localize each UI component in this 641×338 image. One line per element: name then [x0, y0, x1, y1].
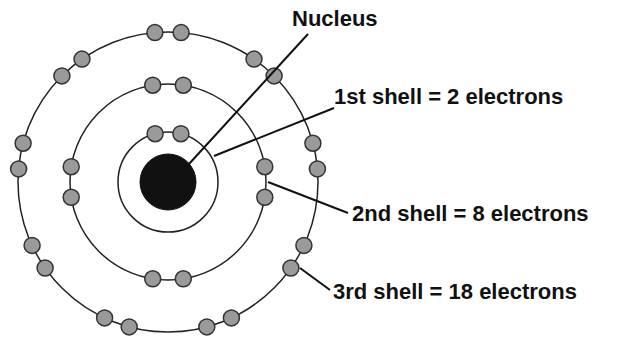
shell-label: 2nd shell = 8 electrons [352, 201, 589, 227]
shell-ring [18, 32, 318, 332]
nucleus [140, 154, 196, 210]
part-label: Nucleus [292, 6, 378, 32]
leader-lines [178, 34, 348, 290]
shell-label: 3rd shell = 18 electrons [333, 279, 577, 305]
shell-ring [118, 132, 218, 232]
electrons [11, 25, 326, 335]
shell-label: 1st shell = 2 electrons [334, 84, 563, 110]
